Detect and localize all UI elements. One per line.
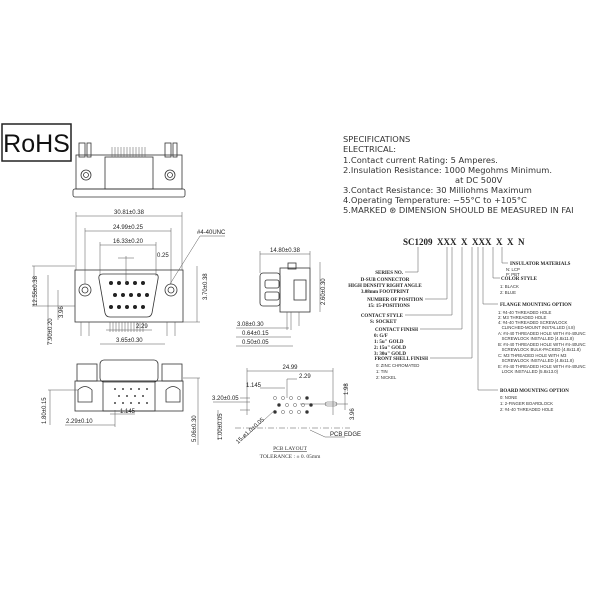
flange-option: 1: #4-40 THREADED HOLE	[498, 310, 552, 315]
pcb-v2: 3.96	[350, 408, 356, 420]
color-label: COLOR STYLE	[501, 277, 538, 282]
pcb-tolerance: TOLERANCE : ± 0. 05mm	[260, 454, 322, 460]
spec-line: 4.Operating Temperature: −55°C to +105°C	[343, 195, 527, 205]
dim-width-overall: 30.81±0.38	[114, 210, 145, 216]
dim-small-a: 3.96	[59, 306, 65, 318]
specifications: SPECIFICATIONS ELECTRICAL: 1.Contact cur…	[343, 134, 574, 215]
board-mounting-option: 2: #4-40 THREADED HOLE	[500, 407, 554, 412]
pcb-half-pitch: 1.145	[246, 383, 262, 389]
spec-line: 2.Insulation Resistance: 1000 Megohms Mi…	[343, 165, 552, 175]
bottom-view: 1.80±0.15 2.29±0.10 1.145 5.06±0.30	[42, 359, 200, 445]
pcb-layout: 24.99 2.29 1.145 3.20±0.05 1.00±0.05 15-…	[212, 365, 361, 460]
series-desc: D-SUB CONNECTOR	[361, 278, 410, 283]
dim-pin-row: 3.65±0.30	[116, 338, 143, 344]
flange-option: A: #4-40 THREADED HOLE WITH #4-40UNC	[498, 331, 586, 336]
flange-option: 2: M3 THREADED HOLE	[498, 315, 547, 320]
pcb-pitch: 2.29	[299, 374, 311, 380]
dim-depth: 7.90±0.20	[48, 318, 54, 345]
positions-label: NUMBER OF POSITION	[367, 298, 423, 303]
dim-flange-pitch: 24.99±0.25	[113, 225, 144, 231]
flange-option: SCREWLOCK INSTALLED (4.8x11.8)	[498, 358, 574, 363]
spec-title: SPECIFICATIONS	[343, 134, 410, 144]
pcb-hole-a: 3.20±0.05	[212, 396, 239, 402]
pcb-edge-label: PCB EDGE	[330, 432, 361, 438]
shell-finish-option: 0: ZINC CHROMATED	[376, 363, 419, 368]
dim-post-height: 3.70±0.38	[203, 273, 209, 300]
pcb-hole-b: 1.00±0.05	[218, 413, 224, 440]
spec-line: at DC 500V	[455, 175, 503, 185]
dim-thread: #4-40UNC	[197, 230, 226, 236]
flange-option: 4: #4-40 THREADED SCREWLOCK	[498, 320, 568, 325]
ordering-code: SC1209 XXX X XXX X X N SERIES NO. D-SUB …	[348, 237, 585, 412]
dim-side-height: 2.60±0.30	[321, 278, 327, 305]
insulator-option: N: LCP	[506, 267, 520, 272]
dim-side-c: 0.50±0.05	[242, 340, 269, 346]
color-option: 1: BLACK	[500, 284, 519, 289]
dim-shell-width: 16.33±0.20	[113, 239, 144, 245]
side-view: 14.80±0.38 2.60±0.30 3.08±0.30 0.64±0.15…	[236, 248, 327, 347]
insulator-option: P: PBT	[506, 272, 520, 277]
dim-bottom-d: 5.06±0.30	[192, 415, 198, 442]
pcb-width: 24.99	[282, 365, 298, 371]
dim-side-a: 3.08±0.30	[237, 322, 264, 328]
dim-bottom-a: 1.80±0.15	[42, 397, 48, 424]
pcb-layout-title: PCB LAYOUT	[273, 446, 308, 452]
spec-line: 3.Contact Resistance: 30 Milliohms Maxim…	[343, 185, 532, 195]
flange-option: E: #4-40 THREADED HOLE WITH #4-40UNC	[498, 364, 586, 369]
dim-height: 12.55±0.38	[33, 275, 39, 306]
part-number-code: SC1209 XXX X XXX X X N	[403, 237, 525, 247]
contact-finish-option: 0: G/F	[374, 334, 388, 339]
board-mounting-option: 1: 2-FINGER BOARDLOCK	[500, 401, 553, 406]
flange-label: FLANGE MOUNTING OPTION	[500, 303, 572, 308]
shell-finish-label: FRONT SHELL FINISH	[374, 357, 428, 362]
rohs-label: RoHS	[3, 130, 70, 158]
spec-line: 1.Contact current Rating: 5 Amperes.	[343, 155, 498, 165]
top-view	[72, 142, 186, 198]
spec-subtitle: ELECTRICAL:	[343, 144, 396, 154]
flange-option: CLINCHED-MOUNT INSTALLED (4.8)	[498, 325, 576, 330]
dim-pitch: 2.29	[136, 324, 148, 330]
color-option: 2: BLUE	[500, 290, 516, 295]
flange-option: LOCK INSTALLED (5.8x13.0)	[498, 369, 559, 374]
flange-option: SCREWLOCK BULK-PACKED (4.8x11.8)	[498, 347, 581, 352]
board-mounting-option: 0: NONE	[500, 395, 517, 400]
front-view: 30.81±0.38 24.99±0.25 16.33±0.20 0.25 #4…	[32, 210, 226, 345]
dim-bottom-b: 2.29±0.10	[66, 419, 93, 425]
dim-side-b: 0.64±0.15	[242, 331, 269, 337]
contact-style-label: CONTACT STYLE	[361, 314, 404, 319]
series-no-label: SERIES NO.	[375, 271, 404, 276]
rohs-badge: RoHS	[1, 123, 72, 162]
dim-side-width: 14.80±0.38	[270, 248, 301, 254]
dim-offset: 0.25	[157, 253, 169, 259]
contact-finish-option: 3: 30u" GOLD	[374, 352, 406, 357]
shell-finish-option: 1: TIN	[376, 369, 388, 374]
contact-finish-option: 2: 15u" GOLD	[374, 346, 406, 351]
flange-option: B: #4-40 THREADED HOLE WITH #4-40UNC	[498, 342, 586, 347]
board-mounting-label: BOARD MOUNTING OPTION	[500, 389, 569, 394]
series-desc: HIGH DENSITY RIGHT ANGLE	[348, 284, 422, 289]
spec-line: 5.MARKED ⊛ DIMENSION SHOULD BE MEASURED …	[343, 205, 574, 215]
insulator-label: INSULATOR MATERIALS	[510, 262, 571, 267]
contact-style-option: S: SOCKET	[370, 320, 397, 325]
pcb-v1: 1.98	[344, 383, 350, 395]
contact-finish-label: CONTACT FINISH	[375, 328, 418, 333]
pcb-holes: 15-ø1.0±0.05	[235, 417, 266, 446]
flange-option: C: M3 THREADED HOLE WITH M3	[498, 353, 567, 358]
dim-bottom-c: 1.145	[120, 409, 136, 415]
contact-finish-option: 1: 5u" GOLD	[374, 340, 404, 345]
flange-option: SCREWLOCK INSTALLED (4.8x11.8)	[498, 336, 574, 341]
series-desc: 3.08mm FOOTPRINT	[361, 290, 410, 295]
positions-option: 15: 15-POSITIONS	[368, 304, 410, 309]
shell-finish-option: 2: NICKEL	[376, 375, 397, 380]
